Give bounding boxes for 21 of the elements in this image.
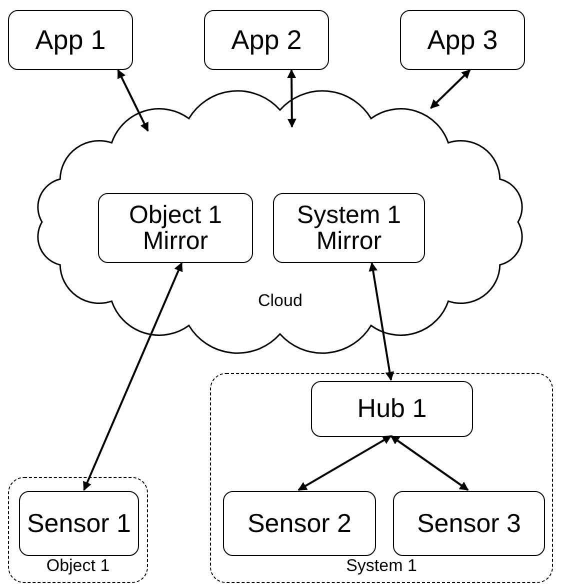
dashed-group-box [210,373,553,583]
arrow [430,69,471,109]
process-box: App 1 [8,10,133,70]
process-box: System 1 Mirror [273,193,425,263]
process-box: Sensor 3 [393,491,545,556]
process-box: App 3 [400,10,525,70]
arrow [83,262,183,491]
process-box: App 2 [204,10,329,70]
process-box: Object 1 Mirror [98,193,253,263]
group-label: Object 1 [45,556,111,576]
dashed-group-box [8,477,148,583]
arrow [390,435,469,491]
process-box: Sensor 2 [223,491,376,556]
arrow [117,69,149,132]
arrow [368,262,394,381]
process-box: Sensor 1 [19,491,139,556]
arrow [298,435,392,491]
arrow [287,69,296,128]
group-label: System 1 [345,556,418,576]
cloud-label: Cloud [258,291,302,311]
process-box: Hub 1 [311,381,473,437]
